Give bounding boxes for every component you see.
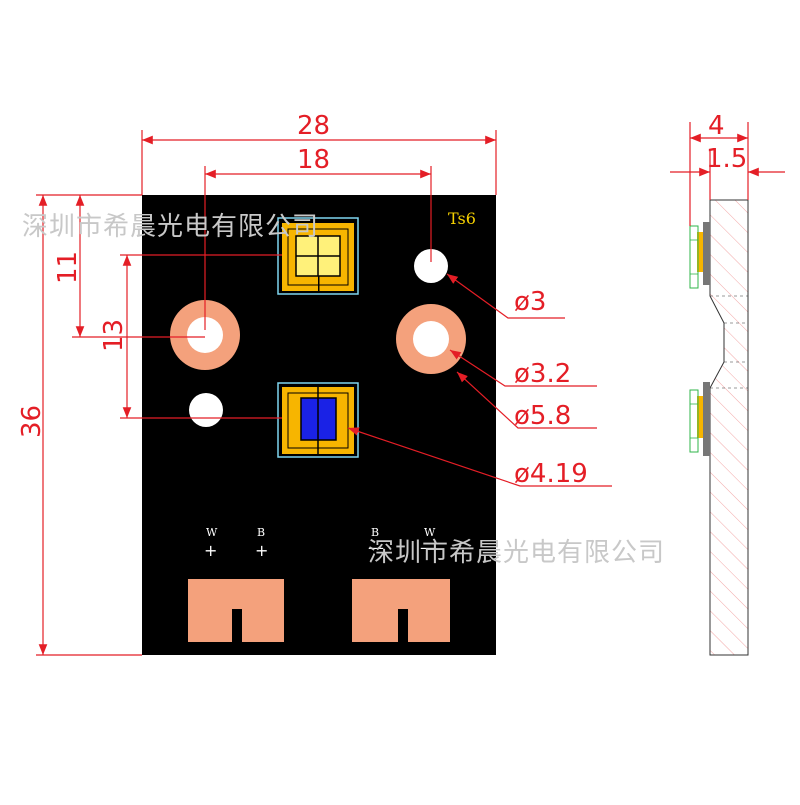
dim-width: 28 — [297, 111, 330, 141]
dim-spacing: 18 — [297, 145, 330, 175]
side-dimension-lines — [670, 122, 785, 226]
pad-sign-minus-1: — — [368, 538, 384, 557]
pad-group-left — [188, 579, 284, 642]
dim-side-thickness: 4 — [708, 111, 725, 141]
led-blue-package — [277, 382, 359, 458]
pad-label-b2: B — [371, 526, 379, 539]
led-white-package — [277, 217, 359, 295]
small-hole-left — [189, 393, 223, 427]
dim-height: 36 — [17, 405, 47, 438]
small-hole-top — [414, 249, 448, 283]
side-led-bottom — [689, 382, 710, 456]
pad-group-right — [352, 579, 450, 642]
side-view: 4 1.5 — [670, 111, 785, 656]
dim-pad-ring: ø5.8 — [514, 401, 571, 431]
side-body — [709, 199, 749, 656]
pad-sign-plus-1: + — [204, 541, 217, 560]
watermark-bottom: 深圳市希晨光电有限公司 — [368, 538, 665, 568]
dim-emitter: ø4.19 — [514, 459, 588, 489]
side-led-top — [689, 222, 710, 289]
model-label: Ts6 — [448, 209, 476, 228]
pad-label-w2: W — [424, 526, 436, 539]
dim-side-board: 1.5 — [706, 144, 747, 174]
pad-sign-minus-2: — — [420, 538, 436, 557]
watermark-top: 深圳市希晨光电有限公司 — [22, 212, 319, 242]
pad-label-w1: W — [206, 526, 218, 539]
dimension-lines — [36, 130, 612, 656]
solder-pads — [188, 579, 450, 642]
dim-hole-small: ø3 — [514, 287, 546, 317]
pad-label-b1: B — [257, 526, 265, 539]
pad-sign-plus-2: + — [255, 541, 268, 560]
mount-hole-left — [170, 300, 240, 370]
dim-hole-mount: ø3.2 — [514, 359, 571, 389]
mount-hole-right — [396, 304, 466, 374]
dim-offset-11: 11 — [53, 251, 83, 284]
dim-offset-13: 13 — [99, 319, 129, 352]
